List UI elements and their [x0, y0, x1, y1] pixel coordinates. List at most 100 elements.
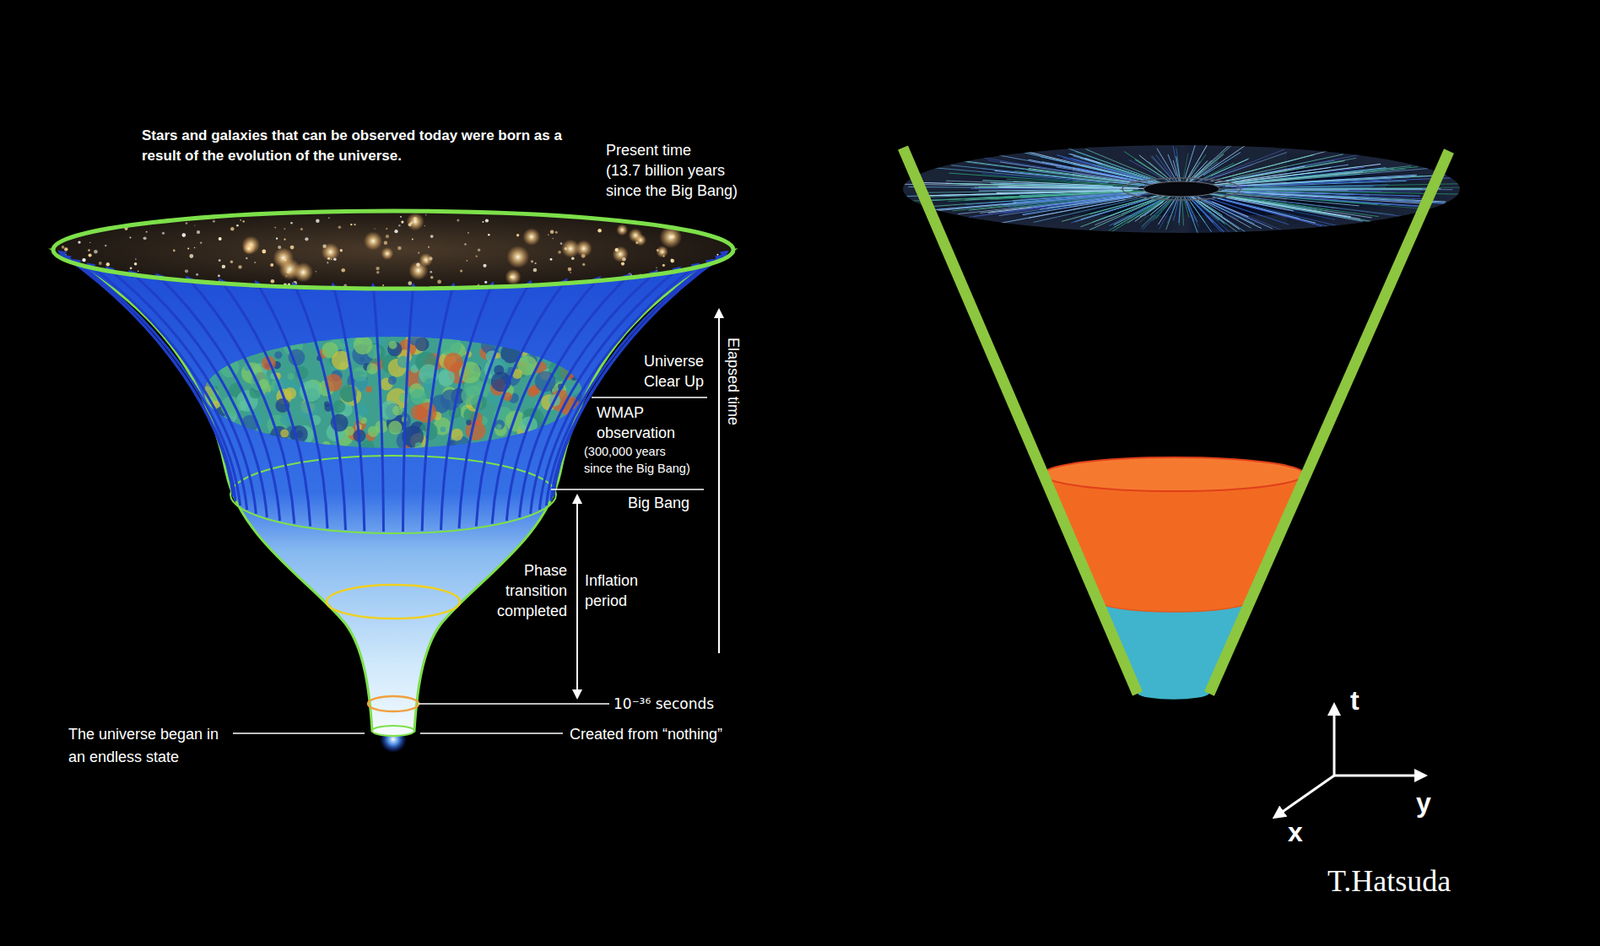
star-dot — [245, 257, 248, 260]
galaxy-glow — [522, 227, 541, 246]
star-dot — [145, 231, 148, 233]
funnel-tip — [372, 725, 415, 736]
galaxy-glow — [321, 243, 341, 262]
particle-track — [998, 186, 1147, 189]
galaxy-glow — [616, 224, 628, 237]
star-dot — [535, 262, 537, 265]
particle-track — [1189, 143, 1231, 182]
star-dot — [567, 267, 573, 272]
star-dot — [407, 281, 412, 286]
star-dot — [61, 245, 65, 249]
field-line — [403, 285, 414, 532]
star-dot — [283, 238, 286, 241]
present-rim — [53, 210, 734, 289]
star-dot — [221, 264, 226, 269]
galaxy-glow — [241, 236, 260, 255]
star-dot — [655, 267, 658, 270]
star-dot — [243, 220, 245, 222]
present-time-label: Present time — [605, 140, 692, 161]
star-dot — [376, 270, 380, 275]
cmb-fluctuation — [410, 389, 427, 406]
star-dot — [430, 275, 434, 280]
star-dot — [437, 280, 442, 285]
cmb-fluctuation — [332, 400, 346, 413]
qgp-phase-cup — [1043, 474, 1305, 612]
time-label: 10⁻³⁶ seconds — [613, 693, 714, 714]
particle-track — [951, 194, 1130, 211]
star-dot — [270, 279, 276, 284]
star-dot — [374, 227, 376, 229]
began-leader-line — [232, 732, 365, 735]
star-dot — [328, 217, 330, 219]
particle-track — [924, 191, 1152, 211]
star-dot — [340, 268, 346, 273]
star-dot — [106, 262, 110, 266]
star-dot — [533, 268, 538, 273]
star-dot — [230, 260, 233, 264]
cmb-map — [197, 330, 587, 456]
star-dot — [375, 266, 379, 271]
star-dot — [218, 237, 222, 241]
galaxy-glow — [505, 269, 522, 286]
star-dot — [400, 216, 402, 218]
axis-label: Elapsed time — [722, 337, 742, 426]
star-dot — [77, 240, 81, 244]
y-axis — [1334, 774, 1425, 778]
field-line — [333, 284, 365, 531]
axis-letter: x — [1287, 816, 1303, 848]
star-dot — [477, 248, 481, 252]
particle-track — [1200, 162, 1234, 180]
universe-funnel — [53, 249, 734, 731]
field-line — [59, 252, 234, 498]
axis-letter: y — [1416, 787, 1432, 818]
star-dot — [195, 273, 199, 276]
particle-track — [967, 162, 1153, 186]
star-dot — [475, 254, 478, 257]
star-dot — [569, 271, 572, 274]
star-dot — [430, 270, 433, 274]
field-line — [74, 260, 241, 507]
star-dot — [417, 252, 420, 255]
cmb-fluctuation — [365, 386, 373, 394]
cmb-fluctuation — [465, 420, 487, 441]
field-line — [551, 256, 723, 502]
star-dot — [481, 221, 484, 223]
galaxy-glow — [405, 212, 424, 231]
inflation-span-arrow — [576, 496, 579, 698]
particle-track — [1183, 153, 1189, 181]
star-dot — [189, 254, 194, 259]
cmb-fluctuation — [287, 372, 295, 380]
particle-track — [1208, 193, 1361, 219]
star-dot — [134, 262, 138, 266]
star-dot — [236, 224, 239, 228]
elapsed-time-arrow — [718, 310, 720, 654]
era-label: Universe Clear Up — [619, 351, 704, 392]
star-dot — [87, 248, 91, 252]
star-dot — [547, 234, 549, 236]
cmb-fluctuation — [367, 426, 379, 438]
cmb-fluctuation — [416, 402, 437, 423]
period-label: Inflation period — [584, 570, 670, 611]
particle-track — [998, 155, 1126, 179]
field-line — [293, 283, 346, 530]
star-dot — [398, 224, 400, 227]
particle-track — [916, 189, 1139, 194]
star-dot — [212, 220, 216, 223]
galaxy-glow — [611, 246, 628, 263]
particle-tracks — [900, 143, 1470, 234]
star-dot — [283, 227, 286, 230]
star-dot — [383, 241, 388, 245]
galaxy-glow — [242, 242, 255, 255]
big-bang-ring — [230, 455, 557, 534]
field-line — [530, 268, 680, 514]
inflation-start-ring — [367, 696, 419, 712]
star-dot — [353, 223, 356, 226]
detector-core — [1143, 181, 1220, 197]
cmb-fluctuation — [284, 387, 297, 400]
particle-track — [1081, 166, 1150, 183]
star-dot — [385, 227, 388, 230]
star-dot — [456, 219, 460, 222]
particle-track — [1211, 163, 1381, 185]
star-dot — [304, 237, 309, 241]
cmb-fluctuation — [388, 421, 402, 435]
